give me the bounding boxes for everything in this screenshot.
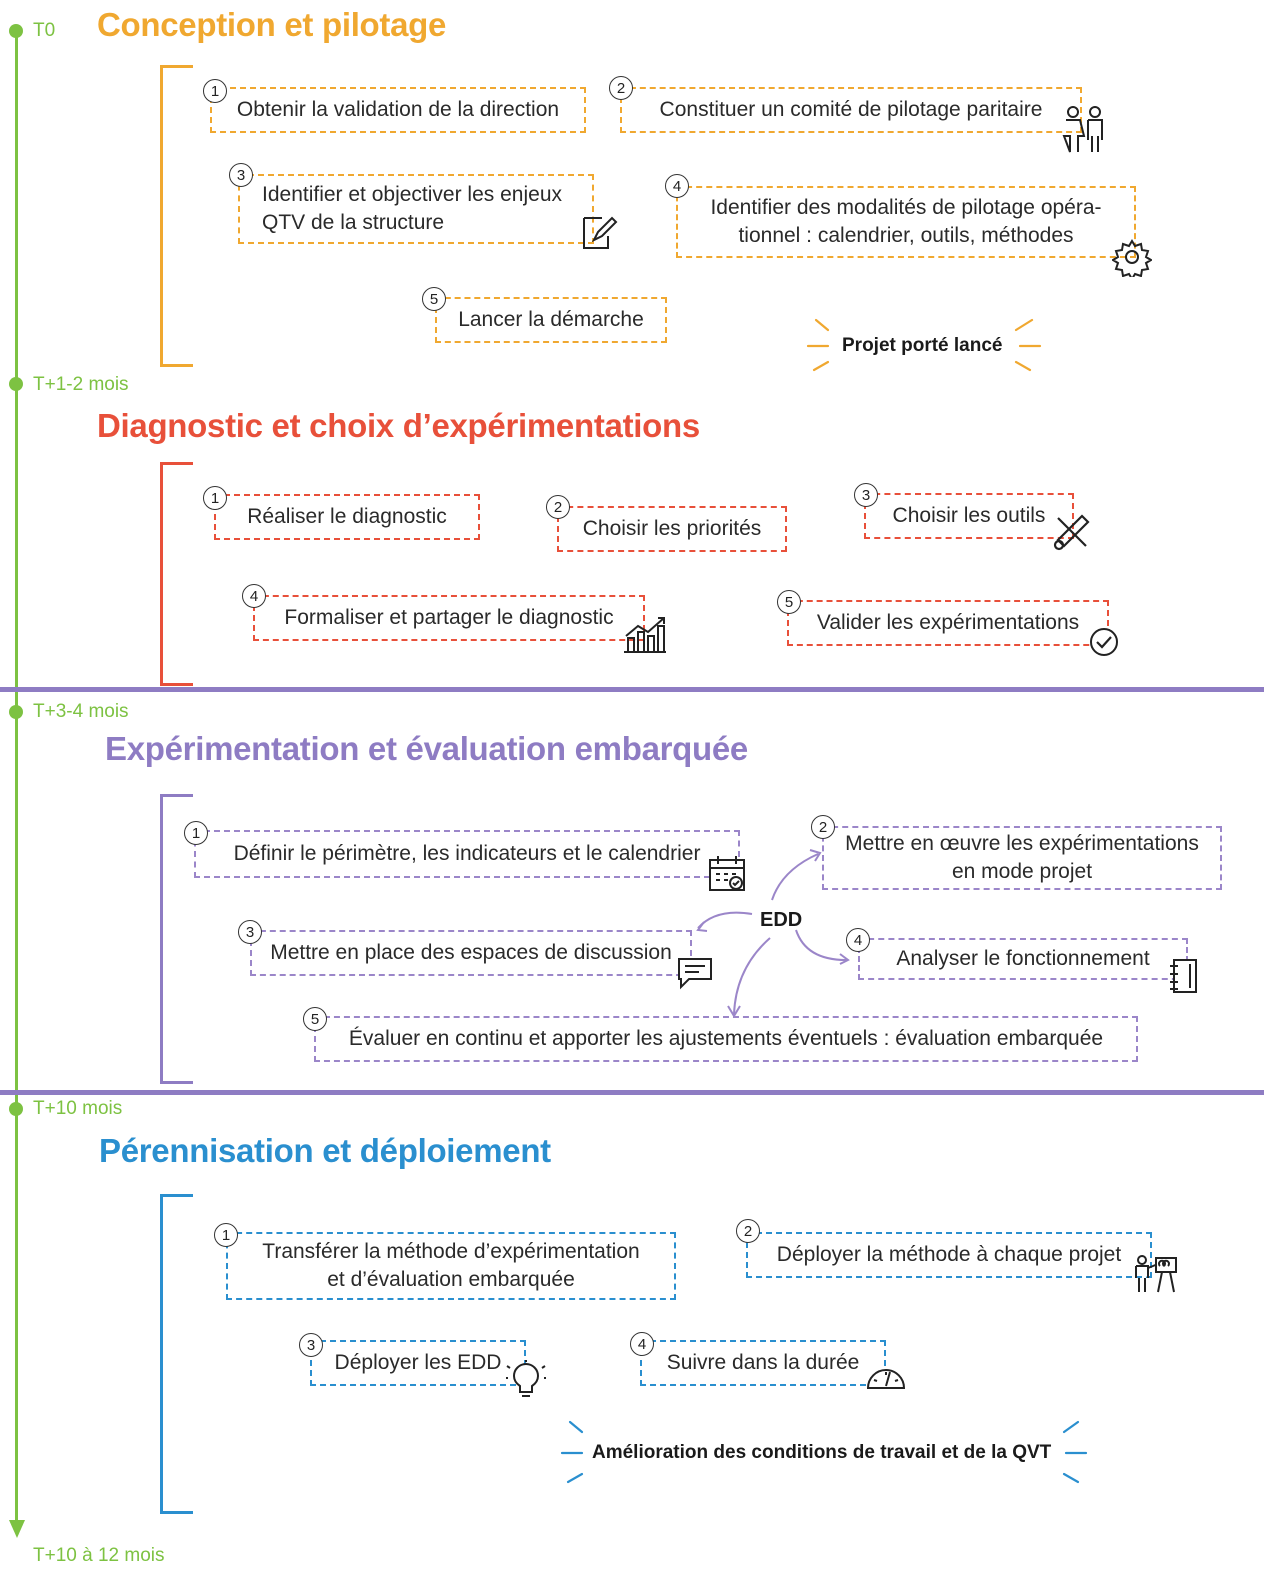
step-number: 5 — [303, 1007, 327, 1031]
milestone-callout: Projet porté lancé — [842, 335, 1003, 356]
step-text: Définir le périmètre, les indicateurs et… — [233, 842, 701, 866]
step-box: Formaliser et partager le diagnostic — [253, 595, 645, 641]
phase-title-diagnostic: Diagnostic et choix d’expérimentations — [97, 407, 700, 444]
timeline-dot-t2 — [9, 705, 23, 719]
step-box: Réaliser le diagnostic — [214, 494, 480, 540]
timeline-line — [15, 30, 18, 1525]
step-number: 3 — [299, 1333, 323, 1357]
gauge-icon — [866, 1369, 906, 1389]
step-box: Définir le périmètre, les indicateurs et… — [194, 830, 740, 878]
timeline-dot-t3 — [9, 1102, 23, 1116]
gear-icon — [1112, 239, 1152, 277]
chart-icon — [624, 617, 666, 653]
step-number: 2 — [811, 815, 835, 839]
step-box: Valider les expérimentations — [787, 600, 1109, 646]
step-box: Mettre en œuvre les expérimentations en m… — [822, 826, 1222, 890]
step-text: Formaliser et partager le diagnostic — [284, 606, 614, 630]
phase-bracket — [160, 462, 193, 686]
time-label-t1: T+1-2 mois — [33, 374, 129, 395]
step-text: Lancer la démarche — [458, 308, 644, 332]
step-text-line2: et d’évaluation embarquée — [327, 1268, 575, 1291]
step-text: Déployer la méthode à chaque projet — [776, 1243, 1122, 1267]
step-text: Choisir les outils — [892, 504, 1046, 528]
step-box: Mettre en place des espaces de discussio… — [250, 930, 692, 976]
step-text: Analyser le fonctionnement — [896, 947, 1150, 971]
step-text-line2: en mode projet — [951, 860, 1093, 883]
step-box: Lancer la démarche — [435, 297, 667, 343]
chat-icon — [678, 958, 712, 990]
step-number: 4 — [846, 928, 870, 952]
time-label-t0: T0 — [33, 20, 56, 41]
step-box: Analyser le fonctionnement — [858, 938, 1188, 980]
step-text-line2: tionnel : calendrier, outils, méthodes — [738, 224, 1074, 247]
step-text: Choisir les priorités — [582, 517, 762, 541]
step-number: 2 — [609, 76, 633, 100]
step-box: Suivre dans la durée — [640, 1340, 886, 1386]
outcome-callout: Amélioration des conditions de travail e… — [592, 1442, 1052, 1463]
timeline-arrow — [9, 1520, 25, 1538]
phase-title-conception: Conception et pilotage — [97, 6, 447, 43]
step-number: 1 — [184, 821, 208, 845]
step-number: 3 — [229, 163, 253, 187]
step-text-line2: QTV de la structure — [262, 211, 445, 234]
step-box: Identifier des modalités de pilotage opé… — [676, 186, 1136, 258]
step-text-line1: Transférer la méthode d’expérimentation — [262, 1240, 640, 1264]
step-box: Choisir les outils — [864, 493, 1074, 539]
time-label-t2: T+3-4 mois — [33, 701, 129, 722]
calendar-icon — [709, 856, 745, 891]
highlight-rays-icon — [806, 318, 1042, 372]
step-box: Choisir les priorités — [557, 506, 787, 552]
step-box: Constituer un comité de pilotage paritai… — [620, 87, 1082, 133]
phase-separator — [0, 687, 1264, 692]
step-box: Obtenir la validation de la direction — [210, 87, 586, 133]
step-box: Déployer les EDD — [310, 1340, 526, 1386]
step-number: 4 — [630, 1332, 654, 1356]
phase-bracket — [160, 65, 193, 367]
step-number: 3 — [238, 920, 262, 944]
step-text-line1: Identifier et objectiver les enjeux — [262, 183, 562, 207]
notebook-icon — [1170, 959, 1197, 993]
time-label-t4: T+10 à 12 mois — [33, 1545, 165, 1566]
step-text: Obtenir la validation de la direction — [236, 98, 560, 122]
step-number: 3 — [854, 483, 878, 507]
step-text-line1: Mettre en œuvre les expérimentations — [845, 832, 1199, 856]
step-number: 1 — [203, 79, 227, 103]
edit-note-icon — [583, 216, 618, 249]
step-text: Constituer un comité de pilotage paritai… — [659, 98, 1043, 122]
step-number: 4 — [242, 584, 266, 608]
step-box: Déployer la méthode à chaque projet — [746, 1232, 1152, 1278]
tools-icon — [1053, 514, 1090, 551]
phase-bracket — [160, 794, 193, 1084]
check-circle-icon — [1090, 628, 1118, 656]
step-number: 1 — [214, 1223, 238, 1247]
step-text: Mettre en place des espaces de discussio… — [270, 941, 672, 965]
step-number: 4 — [665, 174, 689, 198]
step-text: Suivre dans la durée — [666, 1351, 860, 1375]
time-label-t3: T+10 mois — [33, 1098, 123, 1119]
step-text: Déployer les EDD — [334, 1351, 502, 1375]
step-number: 5 — [777, 590, 801, 614]
phase-title-experimentation: Expérimentation et évaluation embarquée — [105, 730, 748, 767]
step-number: 2 — [736, 1219, 760, 1243]
step-number: 2 — [546, 495, 570, 519]
lightbulb-icon — [506, 1360, 546, 1397]
timeline-dot-t0 — [9, 24, 23, 38]
edd-center-label: EDD — [760, 909, 803, 931]
step-text: Valider les expérimentations — [816, 611, 1080, 635]
people-icon — [1062, 106, 1103, 153]
phase-separator — [0, 1090, 1264, 1095]
phase-title-perennisation: Pérennisation et déploiement — [99, 1132, 551, 1169]
step-text: Réaliser le diagnostic — [247, 505, 447, 529]
step-number: 5 — [422, 287, 446, 311]
step-text: Évaluer en continu et apporter les ajust… — [348, 1027, 1104, 1051]
step-number: 1 — [203, 486, 227, 510]
highlight-rays-icon — [560, 1420, 1088, 1484]
step-text-line1: Identifier des modalités de pilotage opé… — [710, 196, 1102, 220]
timeline-dot-t1 — [9, 377, 23, 391]
phase-bracket — [160, 1194, 193, 1514]
step-box: Évaluer en continu et apporter les ajust… — [314, 1016, 1138, 1062]
presenter-icon — [1135, 1255, 1177, 1293]
step-box: Transférer la méthode d’expérimentation e… — [226, 1232, 676, 1300]
